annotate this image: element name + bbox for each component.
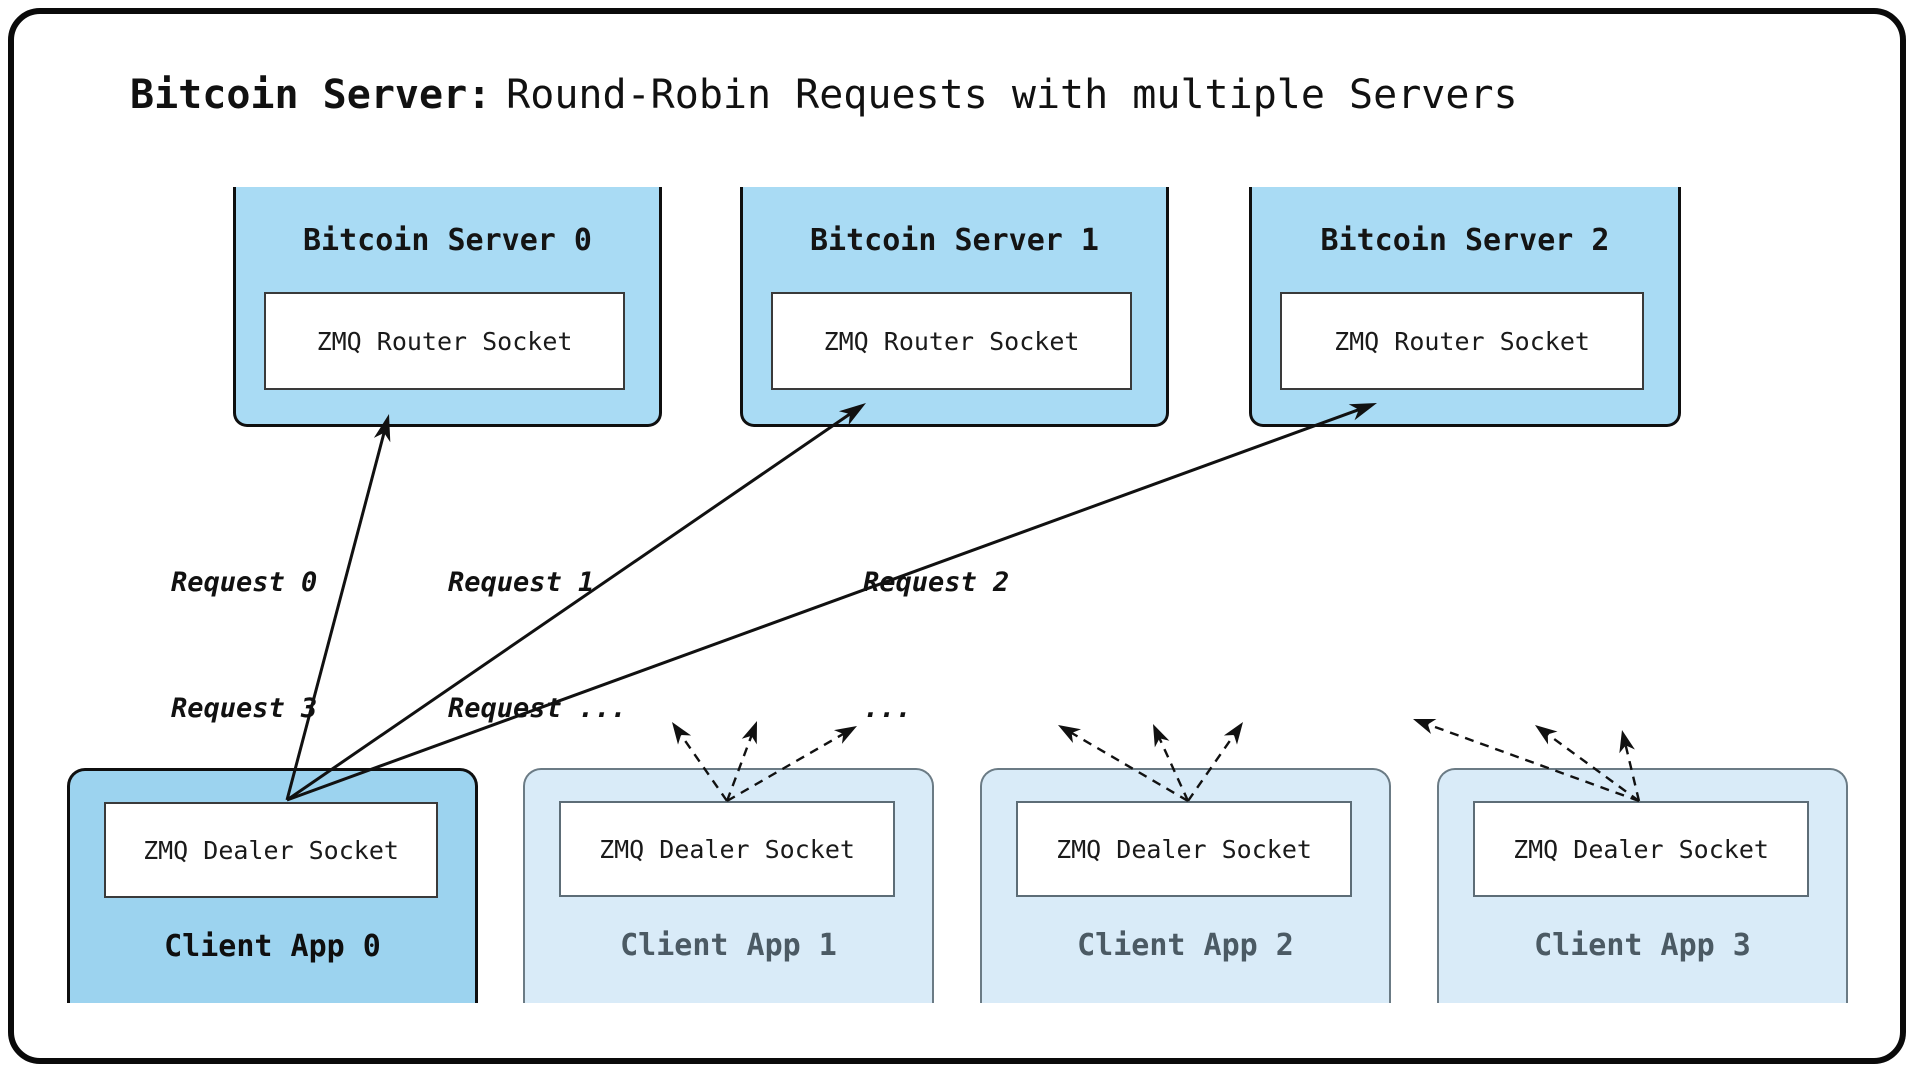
server-box-0: Bitcoin Server 0 ZMQ Router Socket xyxy=(233,187,662,427)
request-line: Request 2 xyxy=(863,567,1010,598)
request-line: ... xyxy=(863,693,912,724)
client-label: Client App 1 xyxy=(620,928,837,963)
request-label-1: Request 1 Request ... xyxy=(448,478,627,814)
request-line: Request 0 xyxy=(171,567,318,598)
router-socket-box: ZMQ Router Socket xyxy=(771,292,1132,390)
server-box-2: Bitcoin Server 2 ZMQ Router Socket xyxy=(1249,187,1681,427)
request-label-0: Request 0 Request 3 xyxy=(171,478,317,814)
server-title: Bitcoin Server 0 xyxy=(303,223,592,258)
diagram-title: Bitcoin Server: Round-Robin Requests with… xyxy=(130,72,1518,118)
server-box-1: Bitcoin Server 1 ZMQ Router Socket xyxy=(740,187,1169,427)
request-label-2: Request 2 ... xyxy=(863,478,1009,814)
dealer-socket-box: ZMQ Dealer Socket xyxy=(1473,801,1809,897)
title-emphasis: Bitcoin Server: xyxy=(130,72,492,118)
client-label: Client App 2 xyxy=(1077,928,1294,963)
server-title: Bitcoin Server 2 xyxy=(1320,223,1610,258)
request-line: Request 1 xyxy=(448,567,595,598)
router-socket-box: ZMQ Router Socket xyxy=(264,292,625,390)
client-box-3: ZMQ Dealer Socket Client App 3 xyxy=(1437,768,1848,1003)
dealer-socket-box: ZMQ Dealer Socket xyxy=(104,802,438,898)
client-box-0: ZMQ Dealer Socket Client App 0 xyxy=(67,768,478,1003)
client-label: Client App 0 xyxy=(164,929,381,964)
router-socket-box: ZMQ Router Socket xyxy=(1280,292,1644,390)
dealer-socket-box: ZMQ Dealer Socket xyxy=(559,801,895,897)
client-label: Client App 3 xyxy=(1534,928,1751,963)
client-box-1: ZMQ Dealer Socket Client App 1 xyxy=(523,768,934,1003)
request-line: Request 3 xyxy=(171,693,318,724)
client-box-2: ZMQ Dealer Socket Client App 2 xyxy=(980,768,1391,1003)
request-line: Request ... xyxy=(448,693,627,724)
server-title: Bitcoin Server 1 xyxy=(810,223,1099,258)
title-text: Round-Robin Requests with multiple Serve… xyxy=(506,72,1518,118)
dealer-socket-box: ZMQ Dealer Socket xyxy=(1016,801,1352,897)
